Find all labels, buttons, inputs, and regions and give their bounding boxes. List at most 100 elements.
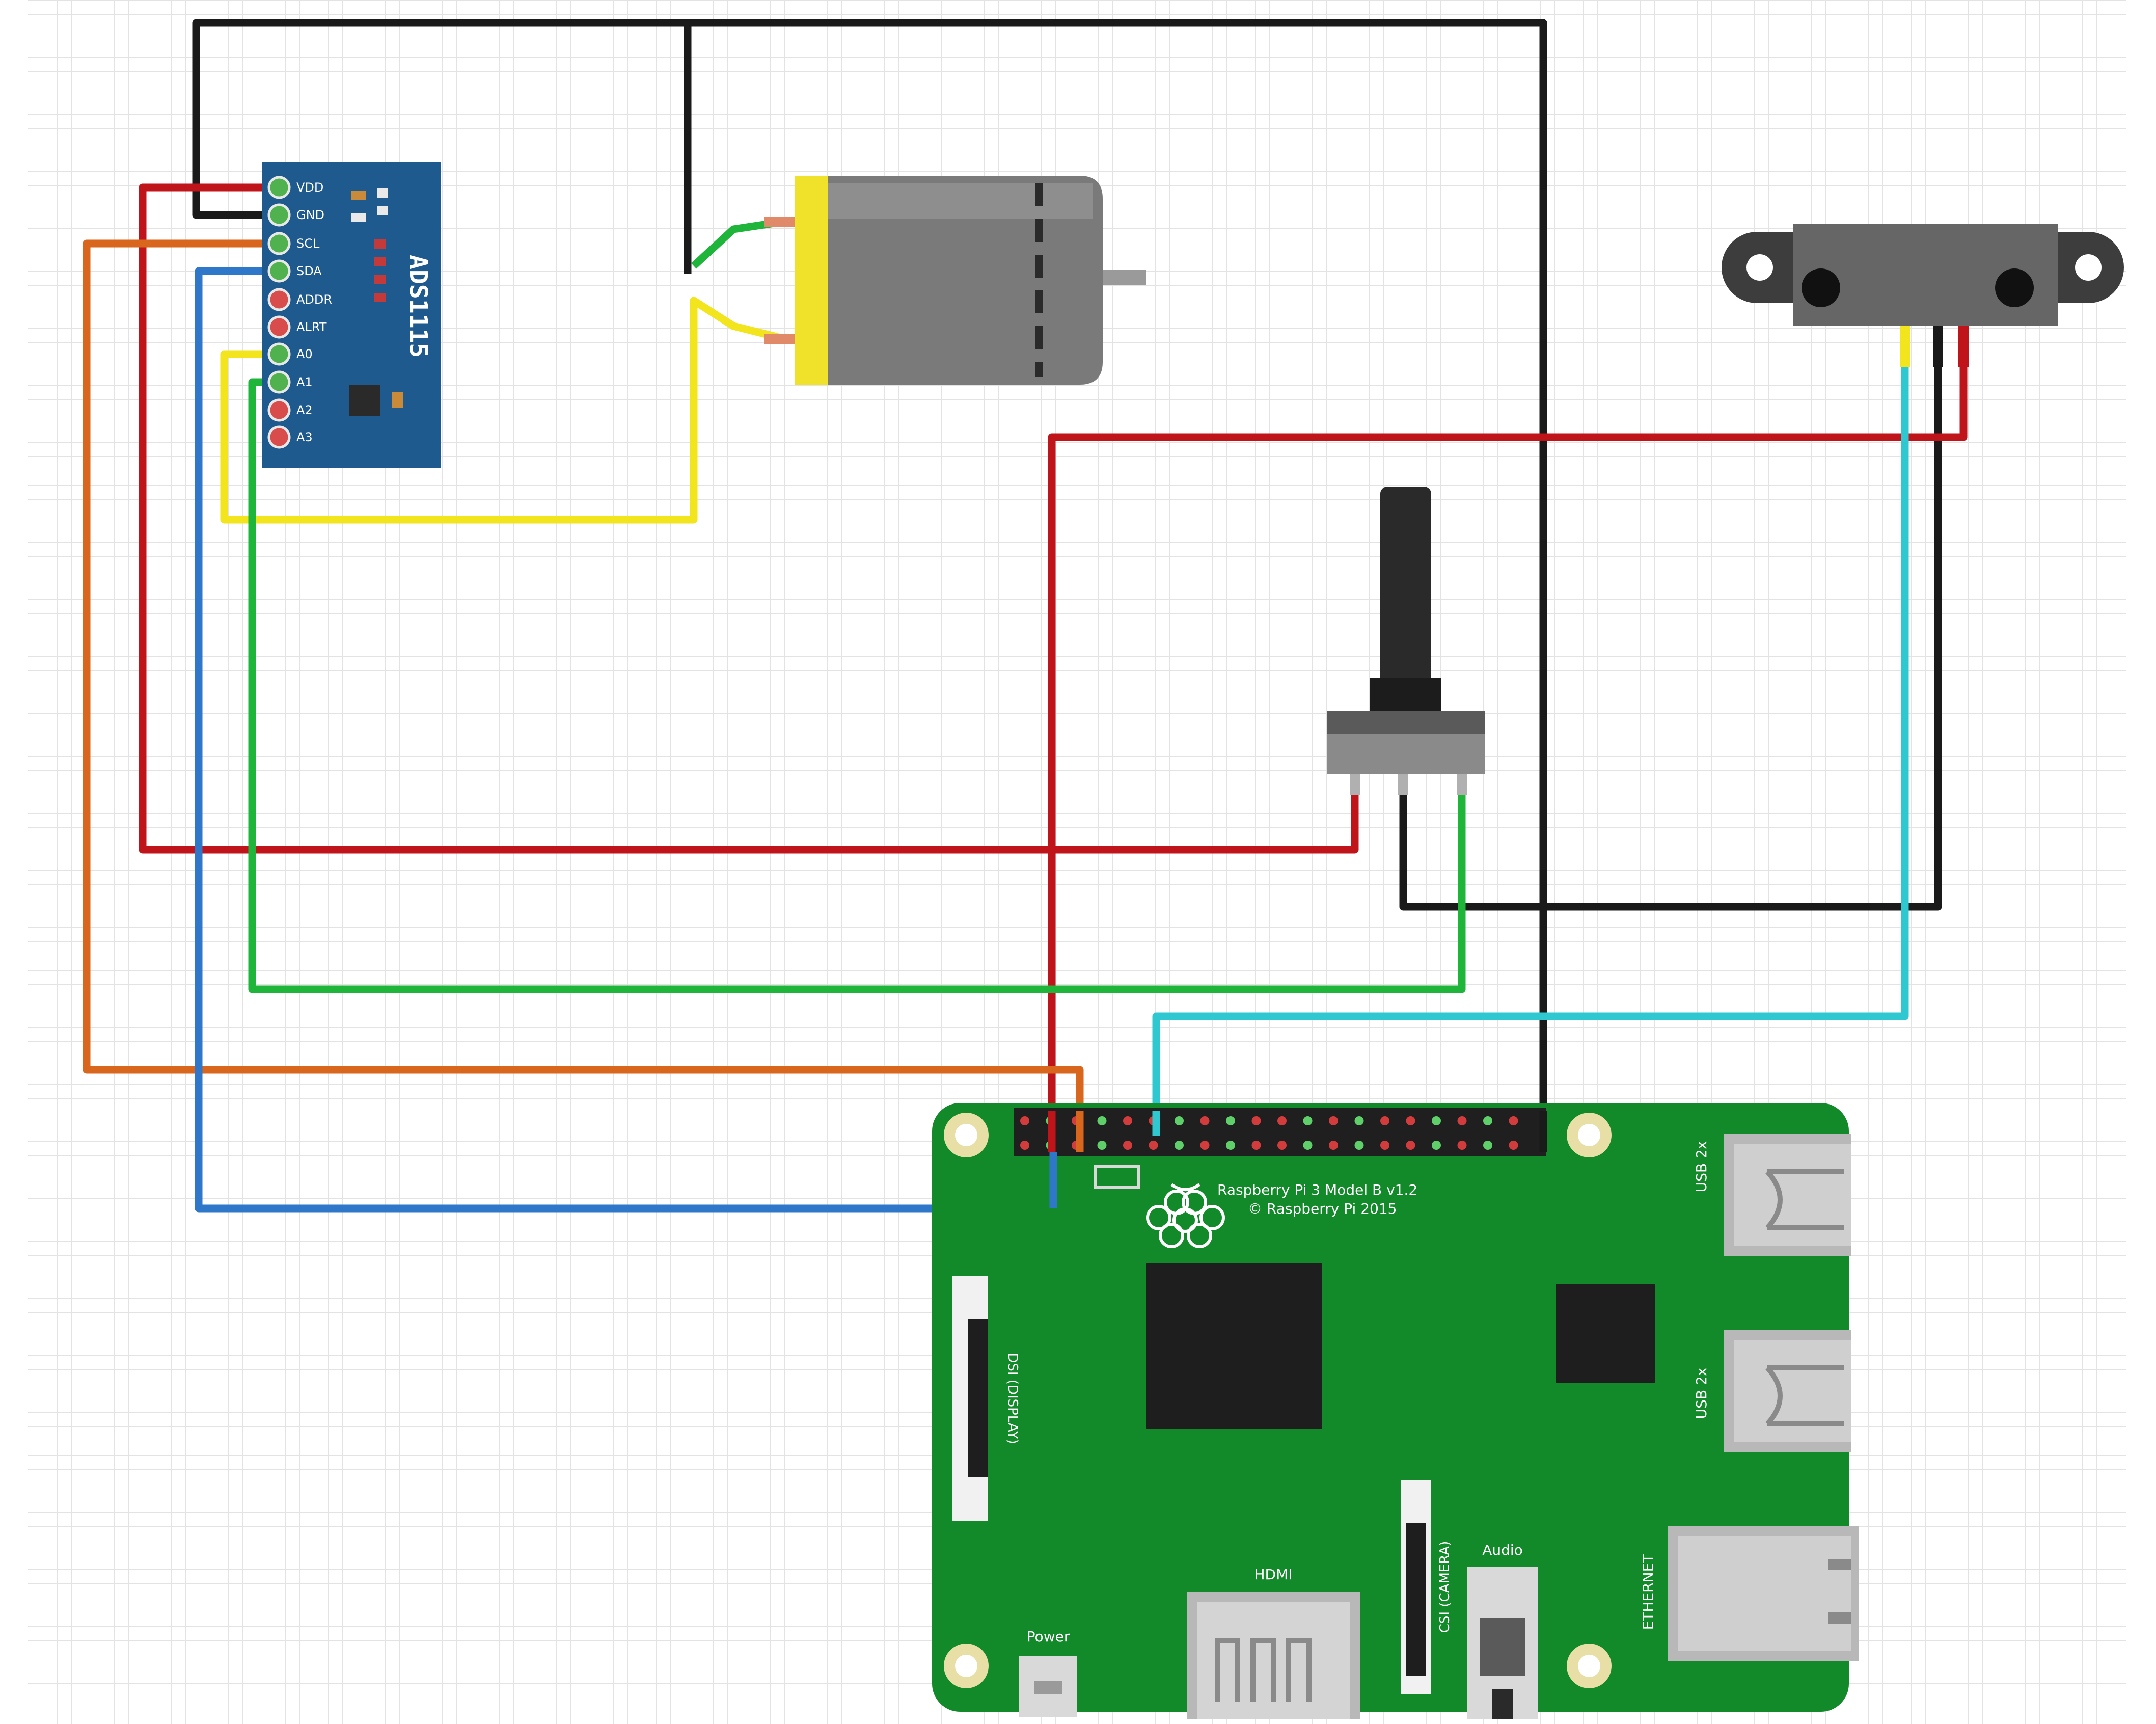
- gpio-pin: [1432, 1116, 1441, 1125]
- gpio-pin: [1303, 1116, 1313, 1125]
- wire-terminals: [1048, 1111, 1547, 1208]
- gpio-pin: [1354, 1116, 1364, 1125]
- motor-endcap: [795, 176, 828, 385]
- sensor-pin-vcc: [1958, 326, 1969, 367]
- gpio-pin: [1303, 1141, 1313, 1150]
- gpio-pin: [1354, 1141, 1364, 1150]
- sensor-pin-gnd: [1933, 326, 1943, 367]
- pi-usb-port-2: [1724, 1330, 1851, 1452]
- raspberry-pi: Raspberry Pi 3 Model B v1.2 © Raspberry …: [932, 1103, 1859, 1719]
- wire-orange-scl: [83, 239, 1084, 1151]
- pi-small-chip: [1094, 1165, 1140, 1189]
- wire-red-ads-vdd: [139, 183, 1359, 854]
- gpio-pin: [1097, 1116, 1107, 1125]
- gpio-pin: [1380, 1141, 1389, 1150]
- gpio-pin: [1406, 1116, 1415, 1125]
- ads1115-title: ADS1115: [404, 255, 432, 358]
- dc-motor: [764, 176, 1146, 385]
- gpio-pin: [1483, 1141, 1492, 1150]
- gpio-pin: [1226, 1141, 1235, 1150]
- gpio-pin: [1251, 1116, 1261, 1125]
- ads1115-pin-alrt: [267, 315, 291, 339]
- ads1115-pin-a0: [267, 342, 291, 366]
- pot-leg-right: [1457, 774, 1467, 795]
- pi-board: [932, 1103, 1849, 1712]
- gpio-pin: [1432, 1141, 1441, 1150]
- gpio-pin: [1483, 1116, 1492, 1125]
- gpio-pin: [1380, 1116, 1389, 1125]
- pi-ethernet-label: ETHERNET: [1640, 1554, 1656, 1630]
- ads1115-pin-sda: [267, 259, 291, 283]
- ads1115-label-sda: SDA: [296, 264, 322, 278]
- pi-usb-label-2: USB 2x: [1693, 1368, 1710, 1419]
- wire-cyan-signal: [1152, 329, 1909, 1151]
- gpio-pin: [1457, 1141, 1467, 1150]
- ads1115-label-a2: A2: [296, 403, 313, 417]
- motor-leg-bottom: [764, 334, 795, 344]
- pi-hdmi-port: [1187, 1592, 1360, 1719]
- gpio-pin: [1329, 1141, 1338, 1150]
- gpio-pin: [1509, 1116, 1518, 1125]
- gpio-pin: [1251, 1141, 1261, 1150]
- gpio-pin: [1175, 1141, 1184, 1150]
- pi-camera-label: CSI (CAMERA): [1437, 1541, 1453, 1633]
- wire-black-ads-gnd: [192, 19, 1547, 1151]
- pi-copyright-label: © Raspberry Pi 2015: [1248, 1200, 1397, 1217]
- gpio-pin: [1457, 1116, 1467, 1125]
- ir-distance-sensor: [1722, 224, 2124, 367]
- gpio-pin: [1020, 1141, 1029, 1150]
- pi-ethernet-port: [1668, 1526, 1859, 1661]
- ads1115-label-scl: SCL: [296, 236, 320, 251]
- gpio-pin: [1123, 1141, 1132, 1150]
- ads1115-label-a0: A0: [296, 347, 313, 361]
- ads1115-pin-a3: [267, 425, 291, 449]
- gpio-pin: [1226, 1116, 1235, 1125]
- ads1115-label-addr: ADDR: [296, 292, 332, 307]
- gpio-pin: [1277, 1116, 1287, 1125]
- motor-body: [828, 176, 1103, 385]
- pi-power-label: Power: [1027, 1628, 1070, 1645]
- gpio-pin: [1123, 1116, 1132, 1125]
- pi-display-connector: [952, 1276, 988, 1521]
- pi-audio-jack: [1467, 1567, 1538, 1719]
- ads1115-label-vdd: VDD: [296, 180, 323, 195]
- ads1115-pin-addr: [267, 288, 291, 311]
- gpio-pin: [1097, 1141, 1107, 1150]
- ads1115-pin-vdd: [267, 176, 291, 199]
- pot-leg-left: [1350, 774, 1360, 795]
- ads1115-chip: [349, 385, 380, 416]
- ads1115-components: [349, 188, 403, 416]
- ads1115-label-a3: A3: [296, 430, 313, 444]
- gpio-pin: [1175, 1116, 1184, 1125]
- ads1115-module: VDD GND SCL SDA ADDR ALRT A0 A1 A2 A3 AD…: [262, 162, 441, 468]
- wire-red-sensor: [1048, 329, 1968, 1151]
- ads1115-pin-header: [267, 176, 291, 449]
- ads1115-pin-scl: [267, 232, 291, 255]
- gpio-pin: [1200, 1116, 1210, 1125]
- gpio-pin: [1406, 1141, 1415, 1150]
- pi-camera-connector: [1401, 1480, 1431, 1694]
- pi-audio-label: Audio: [1482, 1542, 1523, 1558]
- pot-collar: [1370, 678, 1441, 716]
- motor-leg-top: [764, 217, 795, 227]
- pi-usb-label-1: USB 2x: [1693, 1141, 1710, 1193]
- pi-display-label: DSI (DISPLAY): [1005, 1353, 1020, 1444]
- gpio-pin: [1020, 1116, 1029, 1125]
- ads1115-label-alrt: ALRT: [296, 320, 327, 334]
- ads1115-pin-a1: [267, 370, 291, 394]
- pot-shaft: [1380, 487, 1431, 685]
- sensor-mount-hole-right: [2075, 254, 2102, 281]
- gpio-pin: [1149, 1141, 1158, 1150]
- ads1115-pin-a2: [267, 398, 291, 422]
- gpio-pin: [1277, 1141, 1287, 1150]
- sensor-receiver: [1995, 268, 2034, 307]
- ads1115-label-a1: A1: [296, 375, 313, 389]
- raspberry-logo-icon: [1146, 1183, 1225, 1248]
- gpio-pin: [1509, 1141, 1518, 1150]
- sensor-emitter: [1802, 268, 1840, 307]
- pot-body-top: [1327, 711, 1485, 734]
- gpio-pin: [1200, 1141, 1210, 1150]
- motor-body-highlight: [828, 183, 1093, 219]
- wire-black-pot-sensor: [1399, 327, 1942, 911]
